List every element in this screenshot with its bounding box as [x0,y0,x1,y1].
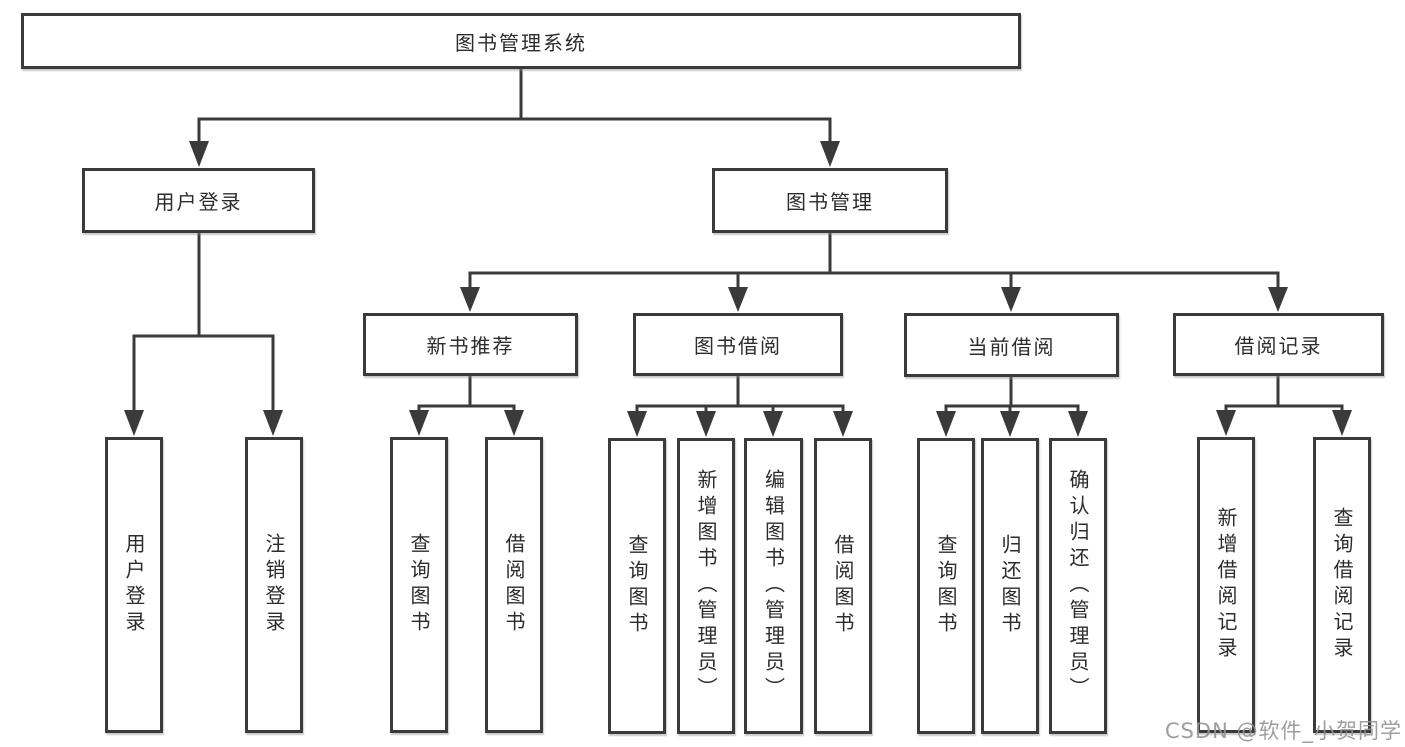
leaf-bb-add-books: 新增图书（管理员） [677,438,735,734]
node-new-book-recommend: 新书推荐 [363,313,578,376]
leaf-rec-borrow-books-label: 借阅图书 [502,533,526,637]
leaf-bb-query-books-label: 查询图书 [625,534,649,638]
node-book-borrow: 图书借阅 [633,313,843,376]
csdn-watermark: CSDN @软件_小贺同学 [1164,719,1402,743]
leaf-br-add-record: 新增借阅记录 [1197,437,1255,733]
leaf-bb-query-books: 查询图书 [608,438,666,734]
leaf-bb-edit-books: 编辑图书（管理员） [744,438,803,734]
arrowheads [124,141,1352,437]
leaf-cb-confirm-return-label: 确认归还（管理员） [1066,469,1090,703]
leaf-rec-query-books-label: 查询图书 [407,533,431,637]
leaf-bb-borrow-books: 借阅图书 [814,438,872,734]
leaf-cb-confirm-return: 确认归还（管理员） [1049,438,1107,734]
leaf-logout-label: 注销登录 [262,533,286,637]
leaf-br-query-record-label: 查询借阅记录 [1330,507,1354,663]
node-current-borrow: 当前借阅 [904,313,1119,377]
node-borrow-records: 借阅记录 [1173,313,1384,376]
node-book-management: 图书管理 [712,168,948,233]
leaf-br-add-record-label: 新增借阅记录 [1214,507,1238,663]
leaf-cb-query-books-label: 查询图书 [934,534,958,638]
leaf-cb-return-books: 归还图书 [981,438,1039,734]
leaf-cb-query-books: 查询图书 [917,438,975,734]
leaf-user-login-label: 用户登录 [122,533,146,637]
leaf-bb-add-books-label: 新增图书（管理员） [694,469,718,703]
node-root: 图书管理系统 [21,13,1021,69]
node-user-login: 用户登录 [82,168,315,233]
leaf-bb-borrow-books-label: 借阅图书 [831,534,855,638]
leaf-bb-edit-books-label: 编辑图书（管理员） [761,469,786,703]
leaf-logout: 注销登录 [245,437,303,733]
leaf-rec-borrow-books: 借阅图书 [485,437,543,733]
leaf-cb-return-books-label: 归还图书 [998,534,1022,638]
leaf-br-query-record: 查询借阅记录 [1313,437,1371,733]
leaf-rec-query-books: 查询图书 [390,437,448,733]
leaf-user-login: 用户登录 [105,437,163,733]
